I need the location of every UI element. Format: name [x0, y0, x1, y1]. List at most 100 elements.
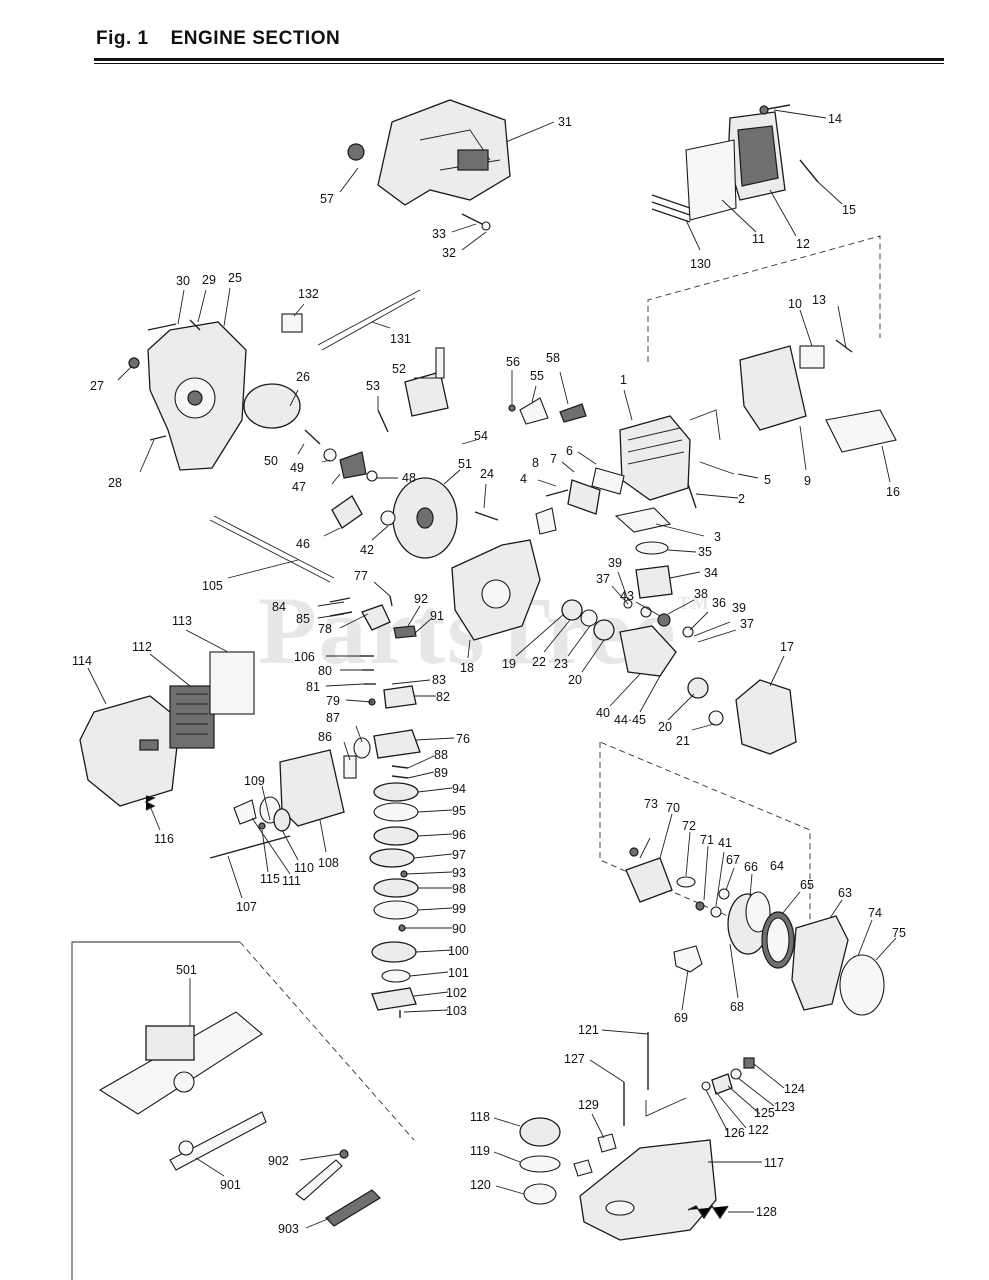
ignition-coil-part-52 [404, 347, 449, 417]
callout-74: 74 [868, 906, 882, 920]
fan-housing-part-25 [147, 321, 247, 471]
callout-52: 52 [392, 362, 406, 376]
section-title: ENGINE SECTION [170, 28, 341, 49]
callout-99: 99 [452, 902, 466, 916]
part-132 [281, 313, 303, 333]
callout-90: 90 [452, 922, 466, 936]
label-part-75 [839, 954, 885, 1016]
callout-51: 51 [458, 457, 472, 471]
parts-77-78-84-85 [329, 595, 393, 631]
callout-83: 83 [432, 673, 446, 687]
spring-part-116 [144, 795, 157, 811]
callout-117: 117 [764, 1156, 784, 1170]
parts-118-119-120 [519, 1117, 561, 1205]
screw-part-53 [377, 409, 389, 433]
carburetor-body-part-76 [373, 729, 421, 759]
callout-28: 28 [108, 476, 122, 490]
callout-38: 38 [694, 587, 708, 601]
callout-5: 5 [764, 473, 771, 487]
callout-902: 902 [268, 1154, 289, 1168]
callout-84: 84 [272, 600, 286, 614]
callout-3: 3 [714, 530, 721, 544]
callout-19: 19 [502, 657, 516, 671]
callout-37a: 37 [596, 572, 610, 586]
callout-78: 78 [318, 622, 332, 636]
bolt-part-50 [304, 429, 321, 445]
parts-109-110-111-115 [233, 796, 291, 832]
callout-37b: 37 [740, 617, 754, 631]
callout-14: 14 [828, 112, 842, 126]
parts-55-56-58 [508, 397, 587, 425]
callout-125: 125 [754, 1106, 775, 1120]
callout-21: 21 [676, 734, 690, 748]
callout-106: 106 [294, 650, 315, 664]
callout-109: 109 [244, 774, 265, 788]
parts-20-21 [687, 677, 724, 726]
callout-107: 107 [236, 900, 257, 914]
callout-98: 98 [452, 882, 466, 896]
callout-93: 93 [452, 866, 466, 880]
screws-parts-27-28-29-30 [128, 319, 201, 441]
callout-132: 132 [298, 287, 319, 301]
assembly-guide-recoil [599, 741, 811, 953]
starter-case-part-63 [791, 915, 849, 1011]
callout-119: 119 [470, 1144, 490, 1158]
screw-part-14 [759, 104, 791, 115]
callout-100: 100 [448, 944, 469, 958]
callout-labels: 1 2 3 4 5 6 7 8 9 10 11 12 13 14 15 16 1… [72, 112, 906, 1236]
callout-118: 118 [470, 1110, 490, 1124]
callout-11: 11 [752, 232, 765, 246]
wrench-part-902 [295, 1149, 349, 1201]
callout-29: 29 [202, 273, 216, 287]
callout-87: 87 [326, 711, 340, 725]
callout-105: 105 [202, 579, 223, 593]
assembly-guide-muffler [647, 235, 881, 362]
parts-121-127 [623, 1032, 687, 1126]
assembly-guide-inset-edge [239, 941, 415, 1141]
shaft-part-105 [209, 515, 335, 583]
callout-53: 53 [366, 379, 380, 393]
callout-123: 123 [774, 1100, 795, 1114]
callout-34: 34 [704, 566, 718, 580]
callout-111: 111 [282, 874, 301, 888]
callout-22: 22 [532, 655, 546, 669]
tool-part-903 [325, 1189, 381, 1227]
callout-9: 9 [804, 474, 811, 488]
tool-kit-part-901 [169, 1111, 267, 1171]
callout-79: 79 [326, 694, 340, 708]
parts-91-92 [393, 625, 417, 639]
callout-47: 47 [292, 480, 306, 494]
callout-12: 12 [796, 237, 810, 251]
callout-80: 80 [318, 664, 332, 678]
callout-16: 16 [886, 485, 900, 499]
callout-6: 6 [566, 444, 573, 458]
bearings-parts-19-22-23 [561, 599, 615, 641]
callout-115: 115 [260, 872, 280, 886]
cap-part-57 [347, 143, 365, 161]
muffler-gasket-part-16 [825, 409, 897, 453]
callout-121: 121 [578, 1023, 599, 1037]
throttle-rod-part-131 [317, 289, 421, 351]
callout-97: 97 [452, 848, 466, 862]
callout-81: 81 [306, 680, 320, 694]
gasket-part-11 [685, 139, 737, 221]
gasket-kit-part-501 [98, 1011, 263, 1115]
callout-55: 55 [530, 369, 544, 383]
handle-part-69 [673, 945, 703, 973]
callout-70: 70 [666, 801, 680, 815]
bolt-part-107 [209, 835, 291, 859]
screw-part-13 [835, 339, 853, 353]
callout-63: 63 [838, 886, 852, 900]
callout-94: 94 [452, 782, 466, 796]
callout-67: 67 [726, 853, 740, 867]
callout-17: 17 [780, 640, 794, 654]
cylinder-part-1 [619, 415, 691, 501]
callout-69: 69 [674, 1011, 688, 1025]
callout-48: 48 [402, 471, 416, 485]
title-rule [94, 58, 944, 61]
air-cleaner-base-part-108 [279, 749, 345, 827]
callout-64: 64 [770, 859, 784, 873]
callout-128: 128 [756, 1205, 777, 1219]
starter-parts-70-73 [625, 847, 673, 903]
